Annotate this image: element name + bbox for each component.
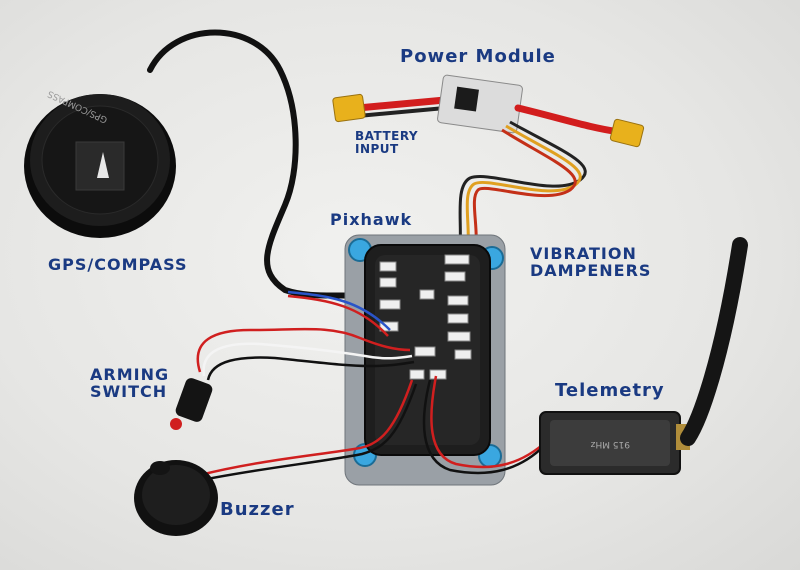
buzzer — [134, 379, 418, 536]
label-power-module: Power Module — [400, 46, 556, 67]
telemetry-radio: 915 MHz — [539, 237, 748, 475]
pixhawk-controller — [364, 244, 491, 456]
antenna — [680, 237, 748, 446]
label-vibration-dampeners: VIBRATION DAMPENERS — [530, 244, 652, 280]
label-battery-input-line2: INPUT — [355, 141, 399, 156]
label-arming-line2: SWITCH — [90, 381, 168, 401]
power-module-board — [437, 74, 523, 134]
arming-switch — [170, 327, 415, 430]
gps-compass-puck: GPS/COMPASS — [24, 88, 176, 238]
label-battery-input: BATTERY INPUT — [355, 130, 418, 155]
label-arming-switch: ARMING SWITCH — [90, 365, 170, 401]
label-buzzer: Buzzer — [220, 499, 295, 520]
power-module — [332, 74, 645, 249]
label-gps-compass: GPS/COMPASS — [48, 255, 188, 274]
label-vibration-line2: DAMPENERS — [530, 260, 652, 280]
radio-text: 915 MHz — [590, 439, 630, 449]
arrow-icon — [97, 152, 109, 178]
output-connector — [609, 118, 645, 148]
battery-connector — [332, 93, 366, 123]
label-telemetry: Telemetry — [555, 380, 665, 401]
label-battery-input-line1: BATTERY — [355, 129, 419, 143]
label-arming-line1: ARMING — [90, 365, 170, 384]
label-vibration-line1: VIBRATION — [530, 244, 637, 263]
label-pixhawk: Pixhawk — [330, 210, 413, 229]
